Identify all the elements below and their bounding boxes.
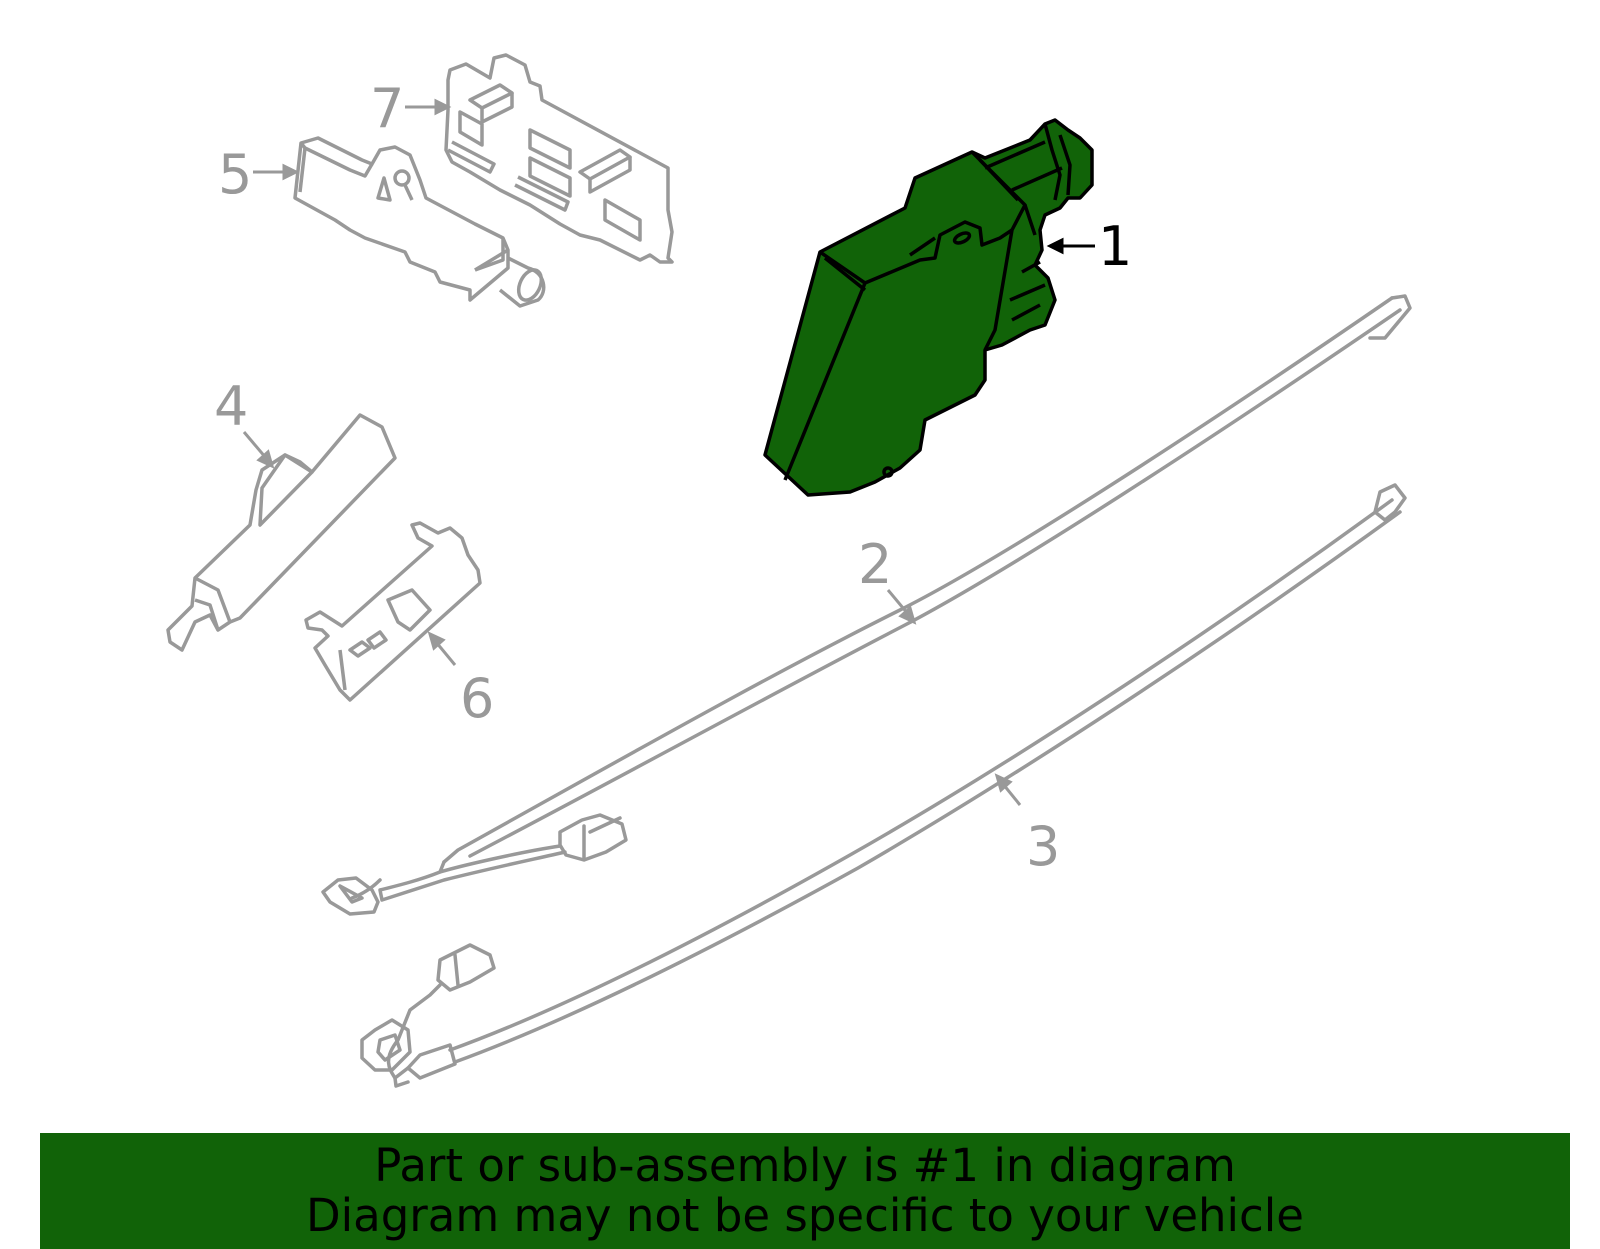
- banner-line-part-number: Part or sub-assembly is #1 in diagram: [374, 1139, 1236, 1192]
- part-5-short-antenna: [293, 136, 546, 308]
- callout-1[interactable]: 1: [1098, 215, 1133, 278]
- callout-7[interactable]: 7: [370, 77, 405, 140]
- part-3-rear-harness: [360, 483, 1407, 1088]
- banner-line-disclaimer: Diagram may not be specific to your vehi…: [306, 1189, 1304, 1242]
- callout-3[interactable]: 3: [1026, 815, 1061, 878]
- callout-4[interactable]: 4: [214, 375, 249, 438]
- callout-6[interactable]: 6: [460, 667, 495, 730]
- part-2-front-harness: [321, 294, 1412, 916]
- part-7-retainer-bracket: [444, 53, 674, 264]
- part-6-bracket: [304, 521, 482, 702]
- leader-arrows: [242, 98, 1095, 806]
- part-1-module: [763, 118, 1094, 497]
- part-4-long-antenna: [166, 413, 397, 652]
- arrow-6-icon: [427, 631, 457, 666]
- arrow-7-icon: [405, 98, 452, 116]
- arrow-5-icon: [253, 163, 300, 181]
- callout-2[interactable]: 2: [858, 533, 893, 596]
- arrow-4-icon: [242, 431, 275, 469]
- callout-5[interactable]: 5: [218, 143, 253, 206]
- arrow-2-icon: [886, 589, 917, 625]
- arrow-1-icon: [1046, 237, 1095, 255]
- arrow-3-icon: [994, 773, 1022, 806]
- info-banner: Part or sub-assembly is #1 in diagram Di…: [40, 1133, 1570, 1249]
